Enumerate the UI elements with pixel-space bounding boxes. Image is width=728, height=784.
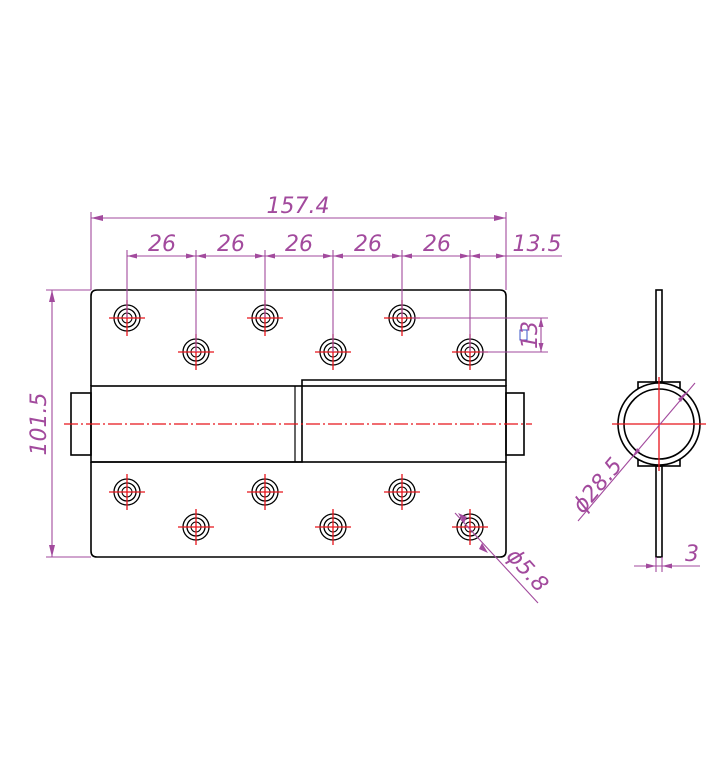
dim-pitch-5: 26 <box>423 232 451 257</box>
dim-leaf-thickness: 3 <box>685 542 699 567</box>
knuckle-split-line <box>91 379 506 463</box>
dim-hole-row-offset: 13 <box>518 321 543 349</box>
mounting-hole <box>384 474 420 510</box>
dim-end-offset: 13.5 <box>513 232 562 257</box>
mounting-hole <box>315 509 351 545</box>
bottom-leaf-outline <box>90 462 507 558</box>
dim-pitch-2: 26 <box>217 232 245 257</box>
mounting-hole <box>178 509 214 545</box>
dim-knuckle-diameter: ϕ28.5 <box>568 453 628 518</box>
small-square-mark <box>519 329 528 341</box>
mounting-holes <box>109 300 488 545</box>
mounting-hole <box>452 509 488 545</box>
dim-pitch-4: 26 <box>354 232 382 257</box>
dim-height: 101.5 <box>27 393 52 456</box>
mounting-hole <box>109 474 145 510</box>
dim-pitch-1: 26 <box>148 232 176 257</box>
top-leaf-outline <box>90 289 507 386</box>
side-leaf-top <box>655 289 663 383</box>
side-view: ϕ28.5 3 <box>568 289 706 572</box>
dim-overall-length: 157.4 <box>267 194 330 219</box>
dim-pitch-3: 26 <box>285 232 313 257</box>
mounting-hole <box>247 474 283 510</box>
side-leaf-bottom <box>655 465 663 558</box>
front-dimensions: 157.4 26 26 26 26 26 13.5 101.5 <box>27 194 562 604</box>
